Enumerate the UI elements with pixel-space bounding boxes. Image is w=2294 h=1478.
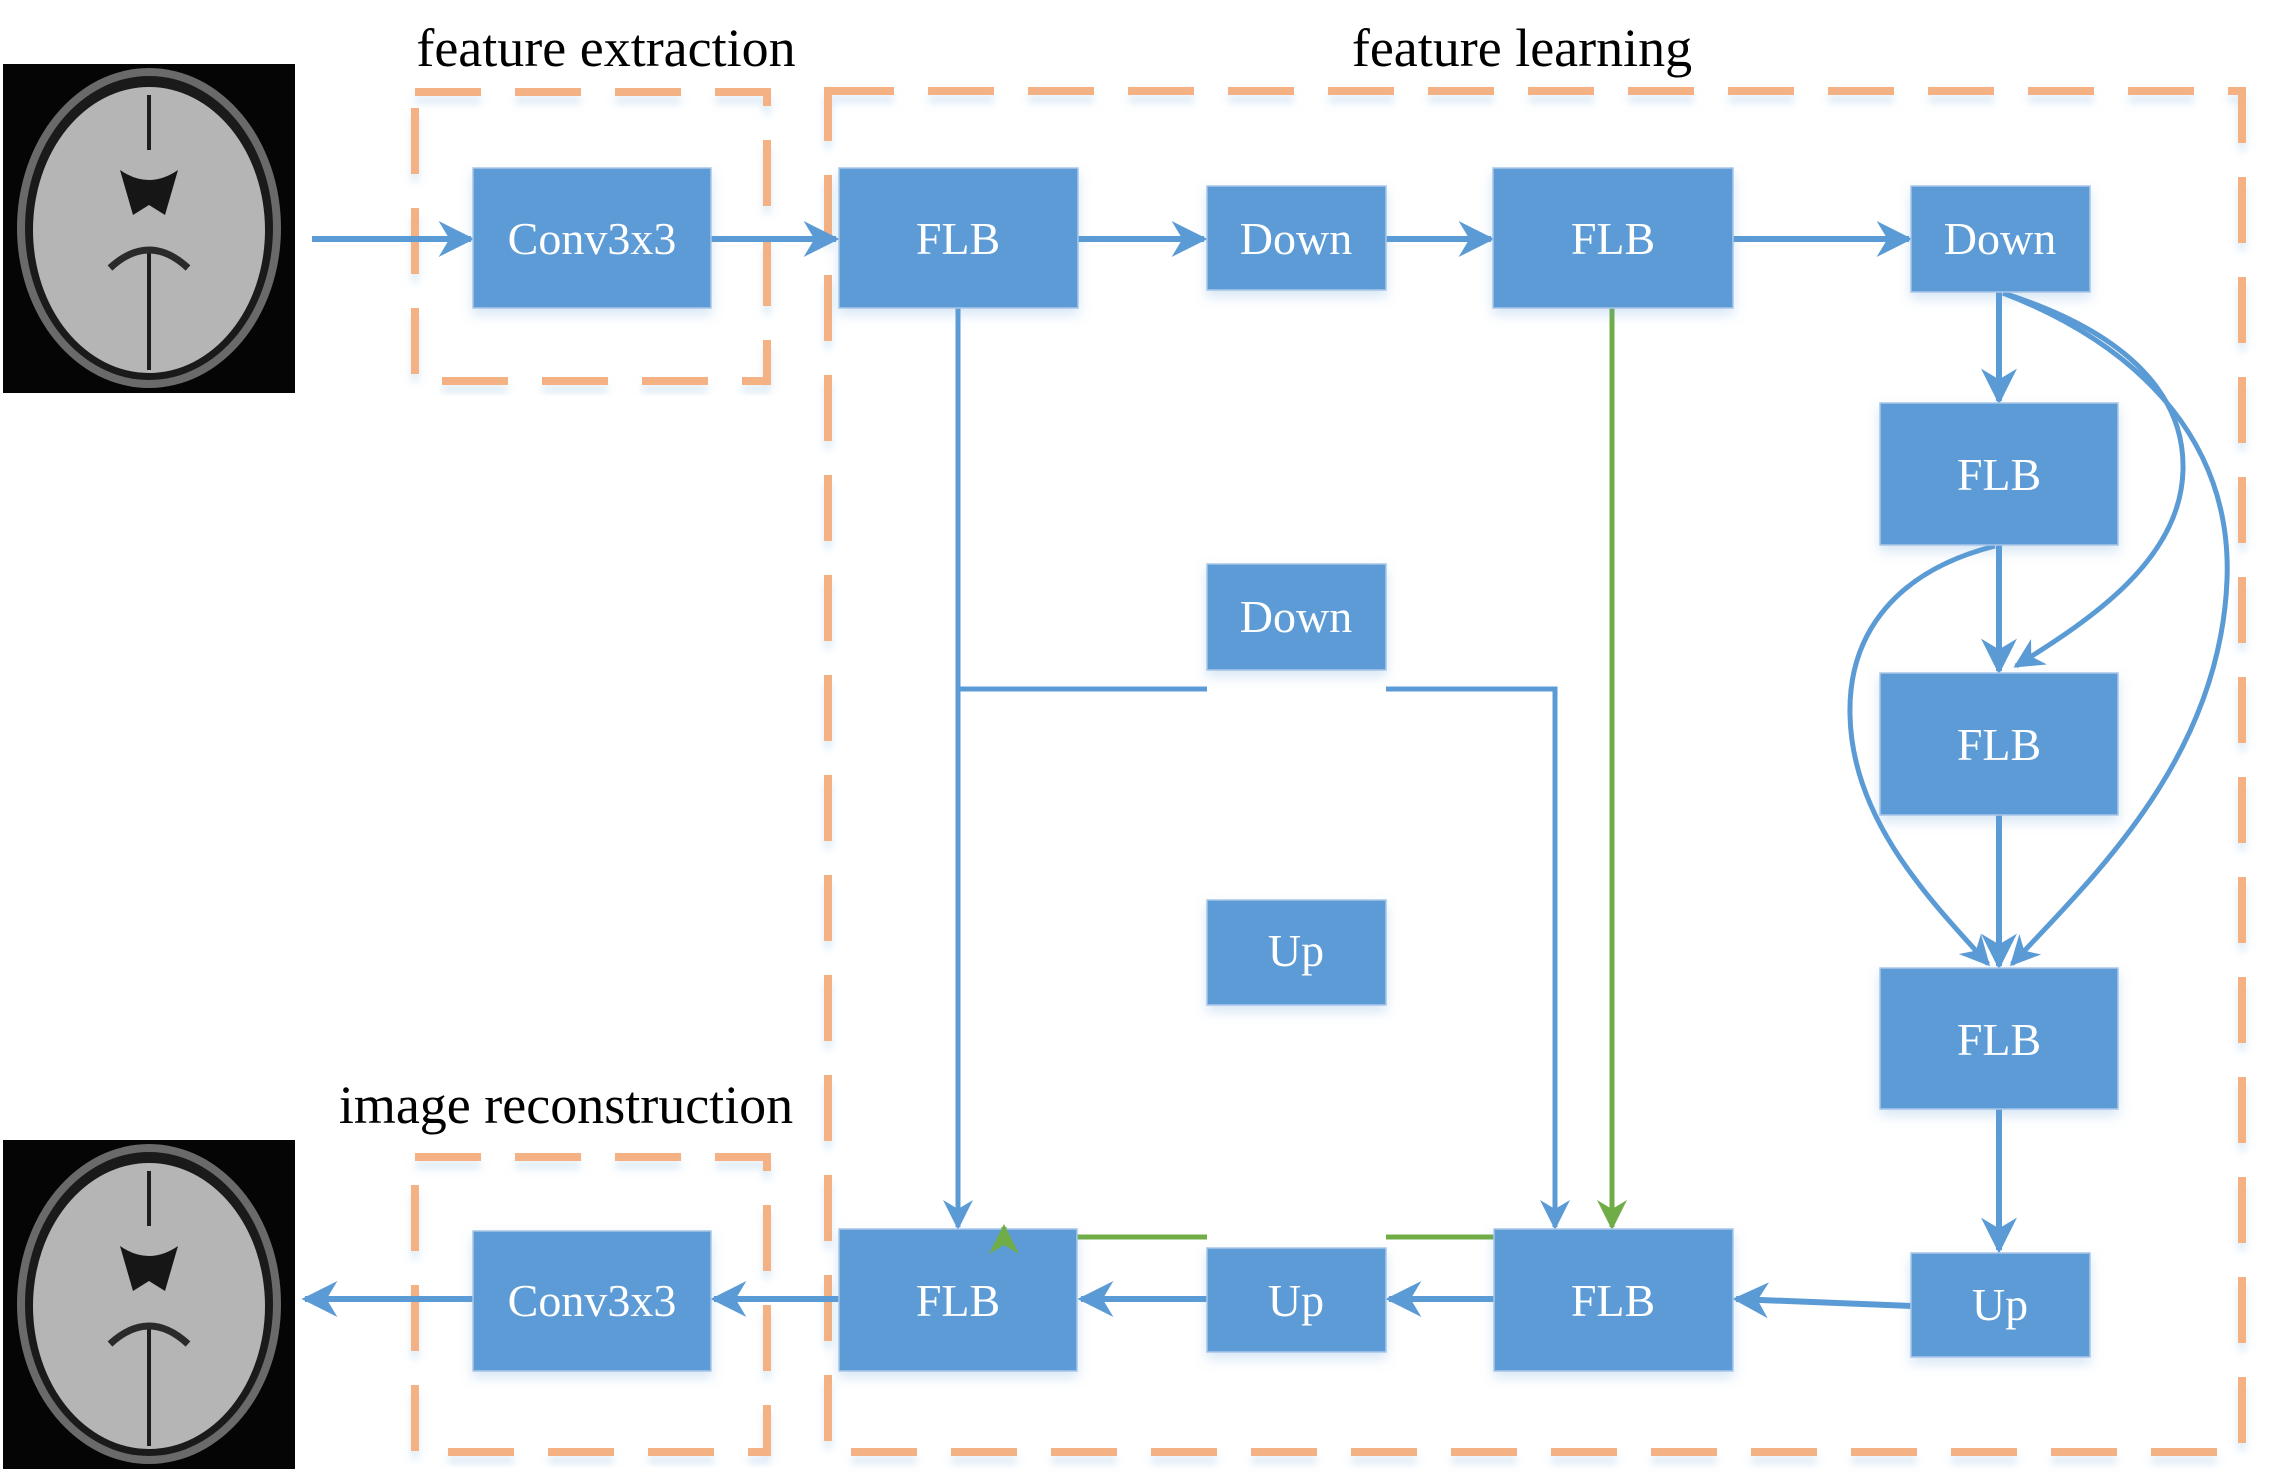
flb-bottom-left-block: FLB	[838, 1228, 1078, 1372]
conv-in-label: Conv3x3	[508, 213, 677, 264]
flb-2-label: FLB	[1571, 213, 1655, 264]
feature-learning-title: feature learning	[1352, 18, 1692, 78]
up-bottom-label: Up	[1268, 1275, 1324, 1326]
feature-extraction-title: feature extraction	[416, 18, 795, 78]
flb-bottom-left-label: FLB	[916, 1275, 1000, 1326]
flb-1-block: FLB	[838, 167, 1079, 309]
conv-out-block: Conv3x3	[472, 1230, 712, 1372]
up-mid-block: Up	[1206, 899, 1387, 1006]
down-2-label: Down	[1944, 213, 2056, 264]
up-right-label: Up	[1972, 1279, 2028, 1330]
flb-5-block: FLB	[1879, 967, 2119, 1110]
down-1-block: Down	[1206, 185, 1387, 291]
down-mid-block: Down	[1206, 563, 1387, 671]
flb-4-label: FLB	[1957, 719, 2041, 770]
flb-2-block: FLB	[1492, 167, 1734, 309]
flb-5-label: FLB	[1957, 1014, 2041, 1065]
dense-link-flb3-to-flb5	[1847, 543, 1996, 967]
arrow-up-right-to-flb-br	[1732, 1282, 1913, 1319]
up-mid-label: Up	[1268, 925, 1324, 976]
flb-3-block: FLB	[1879, 402, 2119, 546]
flb-bottom-right-block: FLB	[1493, 1228, 1734, 1372]
flb-bottom-right-label: FLB	[1571, 1275, 1655, 1326]
up-bottom-block: Up	[1206, 1247, 1387, 1353]
down-1-label: Down	[1240, 213, 1352, 264]
flb-1-label: FLB	[916, 213, 1000, 264]
dense-link-down2-to-flb4	[2002, 290, 2186, 669]
input-image	[3, 64, 295, 393]
conv-out-label: Conv3x3	[508, 1275, 677, 1326]
flb-4-block: FLB	[1879, 672, 2119, 816]
down-2-block: Down	[1910, 185, 2091, 293]
dense-link-down2-to-flb5	[2002, 290, 2230, 967]
flb-3-label: FLB	[1957, 449, 2041, 500]
link-down-mid-to-flb-br	[1386, 686, 1570, 1230]
down-mid-label: Down	[1240, 591, 1352, 642]
up-right-block: Up	[1910, 1252, 2091, 1358]
image-reconstruction-title: image reconstruction	[339, 1075, 793, 1135]
conv-in-block: Conv3x3	[472, 167, 712, 309]
feature-learning-group	[824, 87, 2246, 1456]
image-reconstruction-group	[411, 1153, 771, 1456]
output-image	[3, 1140, 295, 1469]
